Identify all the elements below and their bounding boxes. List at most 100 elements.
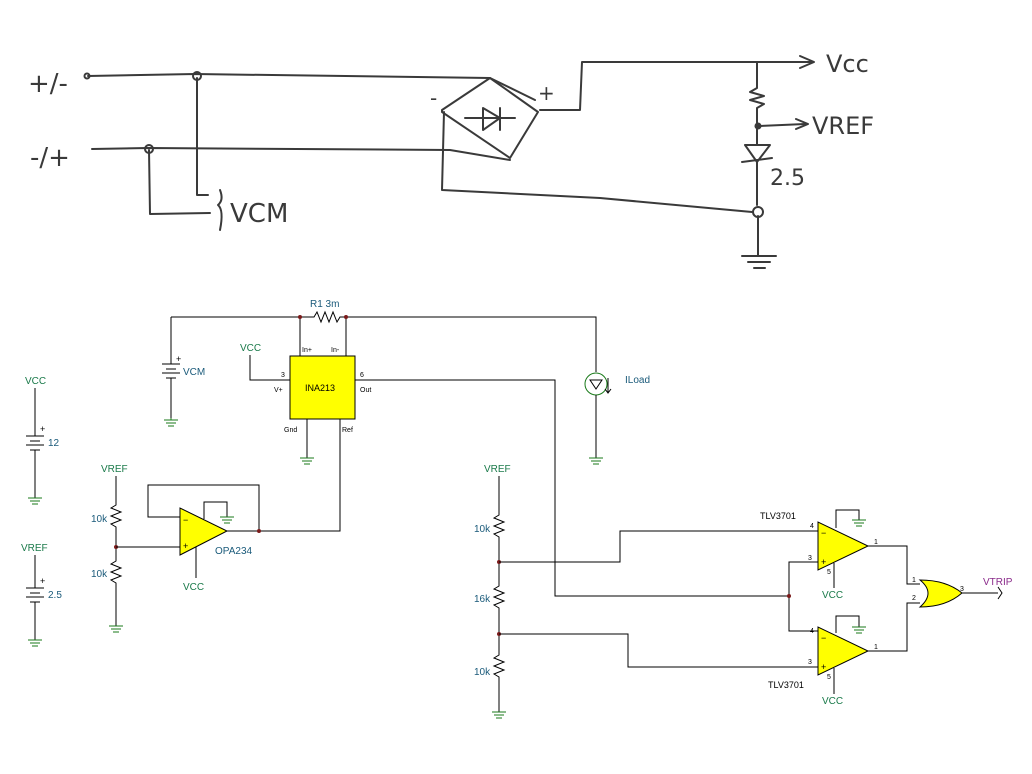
comp-shared-node [787,594,791,598]
wire-comp-top-out [868,545,920,585]
wire-comp-bot-out [868,602,920,652]
comp-top-minus: − [821,528,826,538]
r1-resistor [300,310,346,324]
vref-ground [28,639,42,647]
comp-top-pin1: 1 [874,539,878,546]
opa-vcc-label: VCC [183,582,204,593]
comp-bot-name: TLV3701 [768,680,804,690]
sketch-zener-value: 2.5 [770,166,805,191]
vcm-label: VCM [183,367,205,378]
vtrip-label: VTRIP [983,577,1013,588]
node-r1-left [298,315,302,319]
ina213-chip [289,355,356,420]
div-vref-label: VREF [484,464,511,475]
comp-bot-minus: − [821,633,826,643]
r1-label: R1 3m [310,299,339,310]
wire-div-bot [499,633,818,668]
comp-bot-pin5: 5 [827,674,831,681]
wire-ina-out [355,379,789,597]
or-pin2: 2 [912,595,916,602]
iload-arrow [589,379,603,390]
comp-bot-pin4: 4 [810,628,814,635]
div-r-mid: 16k [474,594,491,605]
comp-bot-vcc: VCC [822,696,843,707]
opa234-name: OPA234 [215,546,252,557]
vref-battery [26,555,44,640]
sketch-vref-label: VREF [812,112,874,140]
or-gate [918,579,963,608]
iload-ground [589,457,603,465]
sketch-terminal-top [83,72,91,80]
node-r1-right [344,315,348,319]
hand-sketch: +/- -/+ VCM - + Vcc VREF 2.5 [28,50,874,269]
vref-value: 2.5 [48,590,62,601]
vcc-battery [26,388,44,498]
ina-ground [300,457,314,465]
sketch-bridge [441,77,539,159]
sketch-vcm-label: VCM [230,199,288,229]
comp-top-pin5: 5 [827,569,831,576]
sketch-resistor [749,61,765,146]
wire-div-top [499,530,818,563]
ina-vcc-label: VCC [240,343,261,354]
ina-pin3: 3 [281,372,285,379]
sketch-vref-node [754,122,762,130]
comp-top-vcc: VCC [822,590,843,601]
comparator-top [817,521,870,571]
sketch-bridge-plus: + [538,81,555,105]
vcm-ground [164,418,178,427]
vref-plus: + [40,576,45,586]
iload-label: ILoad [625,375,650,386]
opa-r-top: 10k [91,514,108,525]
or-pin1: 1 [912,577,916,584]
ina-gnd: Gnd [284,427,297,434]
vtrip-terminal [997,586,1003,600]
ina-in-plus: In+ [302,347,312,354]
iload-source [584,372,608,396]
sketch-bridge-minus: - [430,86,437,110]
wire-comp-bot-gnd [835,615,860,633]
vcc-plus: + [40,424,45,434]
wire-comp-top-gnd [835,509,860,528]
ina-in-minus: In- [331,347,340,354]
div-ground [492,711,506,719]
sketch-input-bottom-label: -/+ [30,143,70,173]
comp-bot-plus: + [821,662,826,672]
div-r-top: 10k [474,524,491,535]
sketch-diode [464,107,516,131]
comp-top-plus: + [821,557,826,567]
ina-ref: Ref [342,427,353,434]
opa-out-node [257,529,261,533]
sketch-vcc-wire [539,61,813,111]
vcc-ground [28,497,42,505]
comp-bot-pin3: 3 [808,659,812,666]
or-pin3: 3 [960,586,964,593]
comp-top-pin4: 4 [810,523,814,530]
sketch-return-wire [441,111,753,213]
wire-comp-bot-minus [788,596,818,632]
sketch-input-top-label: +/- [28,69,68,99]
vcc-value: 12 [48,438,60,449]
div-r-bot: 10k [474,667,491,678]
sketch-bottom-wire [91,147,511,161]
ina213-name: INA213 [305,383,335,393]
sketch-ground [741,215,777,269]
comp-top-name: TLV3701 [760,511,796,521]
opa234-amplifier [179,507,229,556]
ina-vplus: V+ [274,387,283,394]
vcc-supply-label: VCC [25,376,46,387]
opa-plus: + [183,541,188,551]
opa-ground [220,516,234,524]
comparator-divider [492,476,506,712]
sketch-vref-wire [759,123,806,127]
comp-top-pin3: 3 [808,555,812,562]
iload-current-arrow [604,378,612,394]
sketch-vcc-label: Vcc [826,50,869,78]
wire-opa-feedback [147,484,260,532]
comparator-bottom [817,626,870,676]
opa-divider [109,476,123,626]
comp-bot-ground [852,626,866,634]
wire-ina-vcc [249,355,290,381]
opa-minus: − [183,515,188,525]
